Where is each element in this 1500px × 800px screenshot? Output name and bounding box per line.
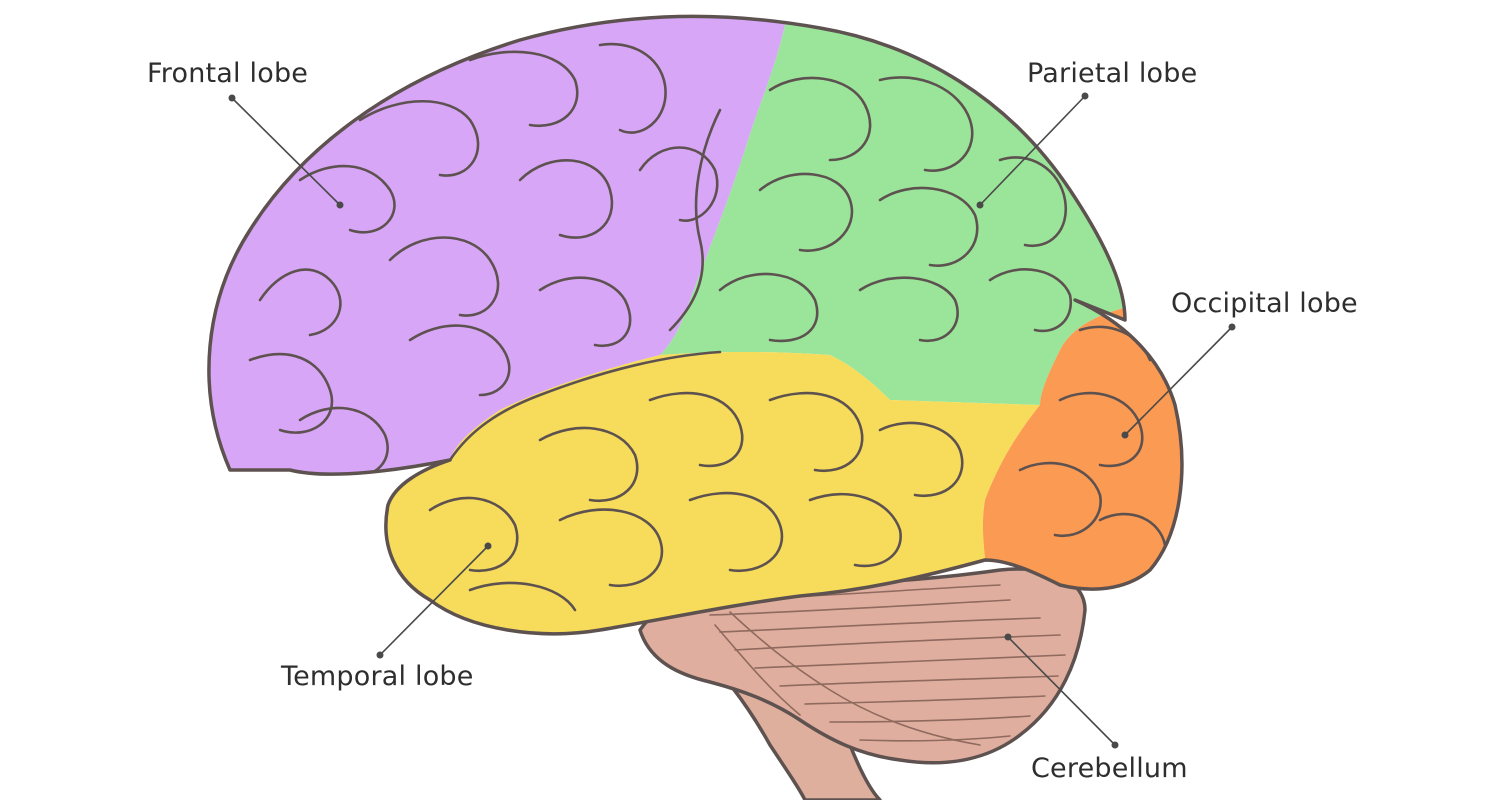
leader-lines: [228, 92, 1236, 749]
label-temporal-lobe: Temporal lobe: [281, 661, 474, 692]
leader-frontal: [231, 97, 341, 206]
cerebellum: [638, 567, 1087, 765]
dot-temporal-end: [484, 542, 492, 550]
dot-occipital-end: [1121, 431, 1129, 439]
leader-occipital: [1124, 326, 1233, 436]
lateral-sulcus: [448, 350, 722, 462]
dot-cerebellum: [1111, 741, 1119, 749]
dot-frontal-end: [336, 201, 344, 209]
dot-cerebellum-end: [1004, 633, 1012, 641]
dot-temporal: [376, 651, 384, 659]
dot-frontal: [228, 94, 236, 102]
dot-occipital: [1228, 323, 1236, 331]
leader-temporal: [379, 545, 489, 656]
leader-cerebellum: [1007, 636, 1116, 746]
dot-parietal-end: [976, 201, 984, 209]
cerebrum-outline: [207, 14, 1184, 636]
dot-parietal: [1081, 92, 1089, 100]
leader-parietal: [979, 95, 1086, 206]
gyri-folds: [248, 42, 1167, 612]
label-frontal-lobe: Frontal lobe: [147, 58, 309, 89]
label-parietal-lobe: Parietal lobe: [1027, 58, 1198, 89]
label-cerebellum: Cerebellum: [1031, 753, 1188, 784]
label-occipital-lobe: Occipital lobe: [1171, 288, 1358, 319]
